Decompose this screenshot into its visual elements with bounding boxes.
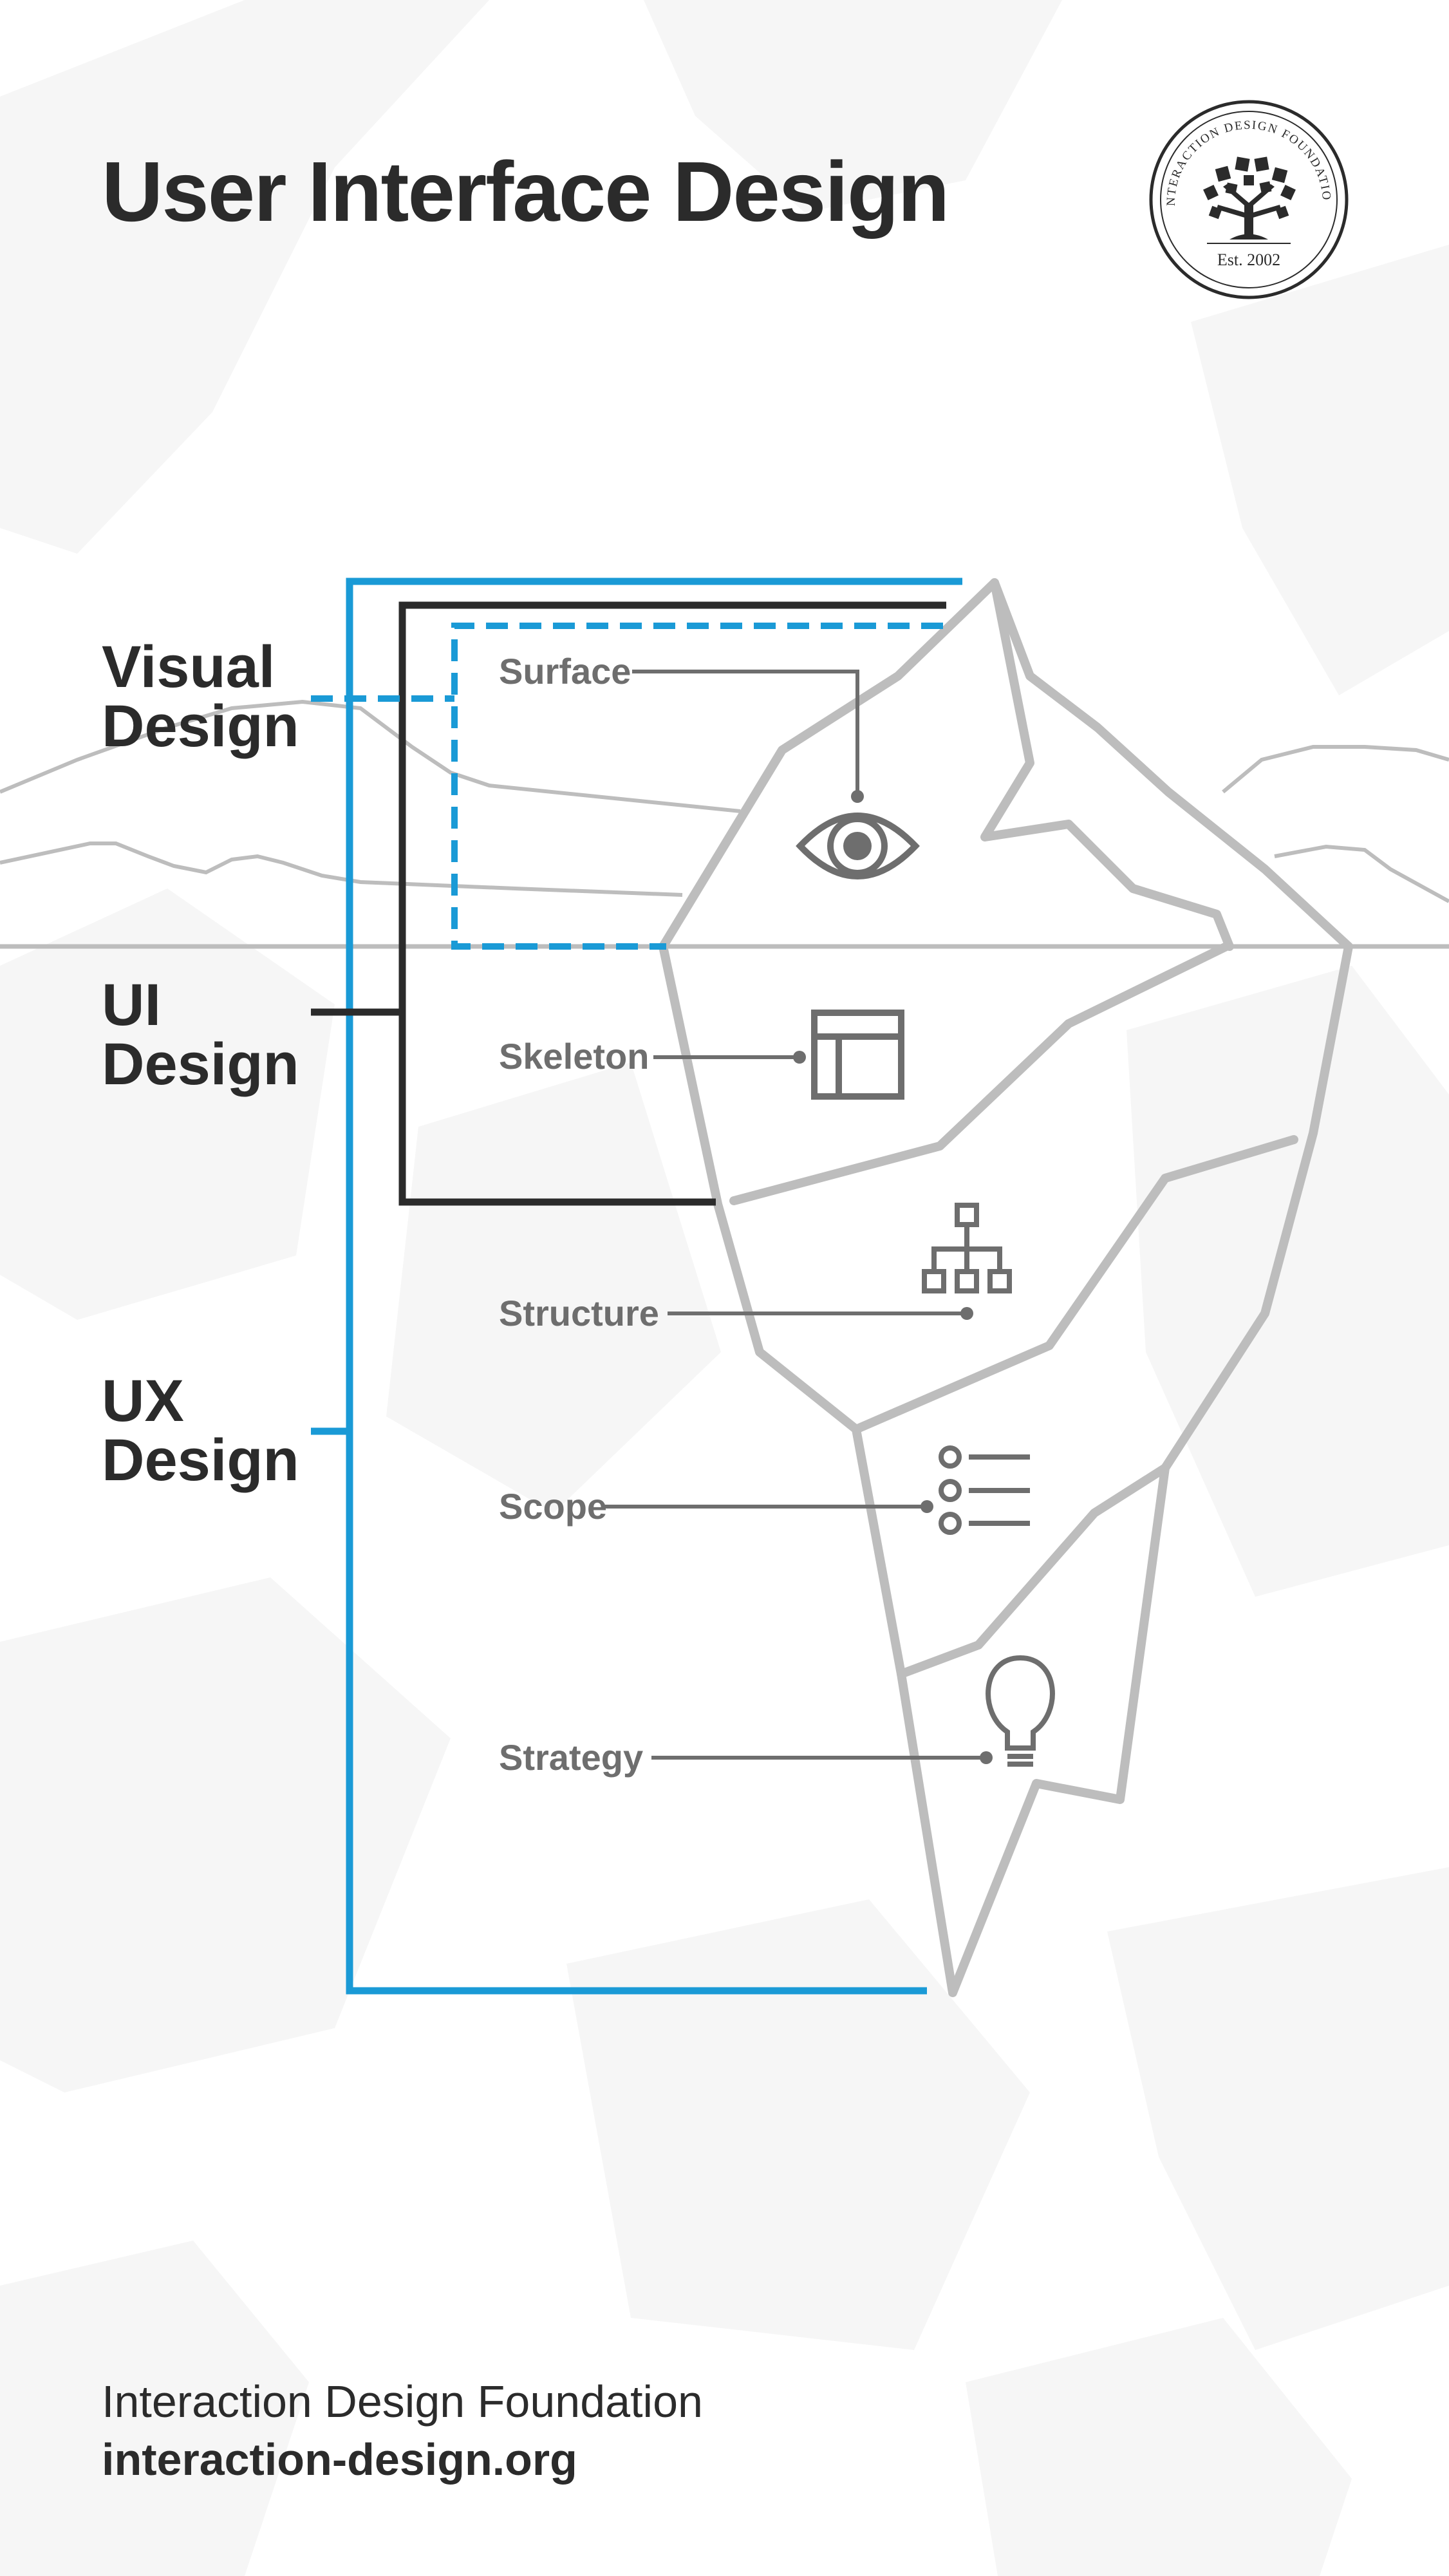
ux-design-label: UX Design — [102, 1368, 299, 1493]
list-icon — [939, 1445, 1030, 1535]
layer-label-scope: Scope — [499, 1486, 608, 1527]
iceberg — [659, 578, 1353, 1997]
layer-label-strategy: Strategy — [499, 1737, 644, 1778]
page-title: User Interface Design — [102, 144, 949, 239]
visual-design-bracket — [311, 623, 943, 950]
ui-design-label: UI Design — [102, 972, 299, 1097]
tree-icon — [1203, 156, 1296, 240]
layer-label-structure: Structure — [499, 1293, 659, 1333]
lightbulb-icon — [986, 1655, 1055, 1767]
layer-label-skeleton: Skeleton — [499, 1036, 650, 1076]
mountain-lines — [0, 699, 1449, 903]
eye-icon — [796, 813, 920, 879]
idf-logo: INTERACTION DESIGN FOUNDATION Est. 2002 — [1141, 86, 1352, 303]
layout-icon — [811, 1010, 904, 1100]
footer-url[interactable]: interaction-design.org — [102, 2434, 577, 2485]
visual-design-label: Visual Design — [102, 634, 299, 759]
layer-label-surface: Surface — [499, 651, 631, 691]
footer-organization: Interaction Design Foundation — [102, 2376, 703, 2427]
connector-lines — [603, 670, 986, 1760]
logo-est-text: Est. 2002 — [1217, 250, 1280, 269]
ui-design-bracket — [311, 601, 946, 1206]
sitemap-icon — [922, 1203, 1012, 1293]
connector-dots — [793, 790, 993, 1764]
ux-design-bracket — [311, 578, 962, 1995]
